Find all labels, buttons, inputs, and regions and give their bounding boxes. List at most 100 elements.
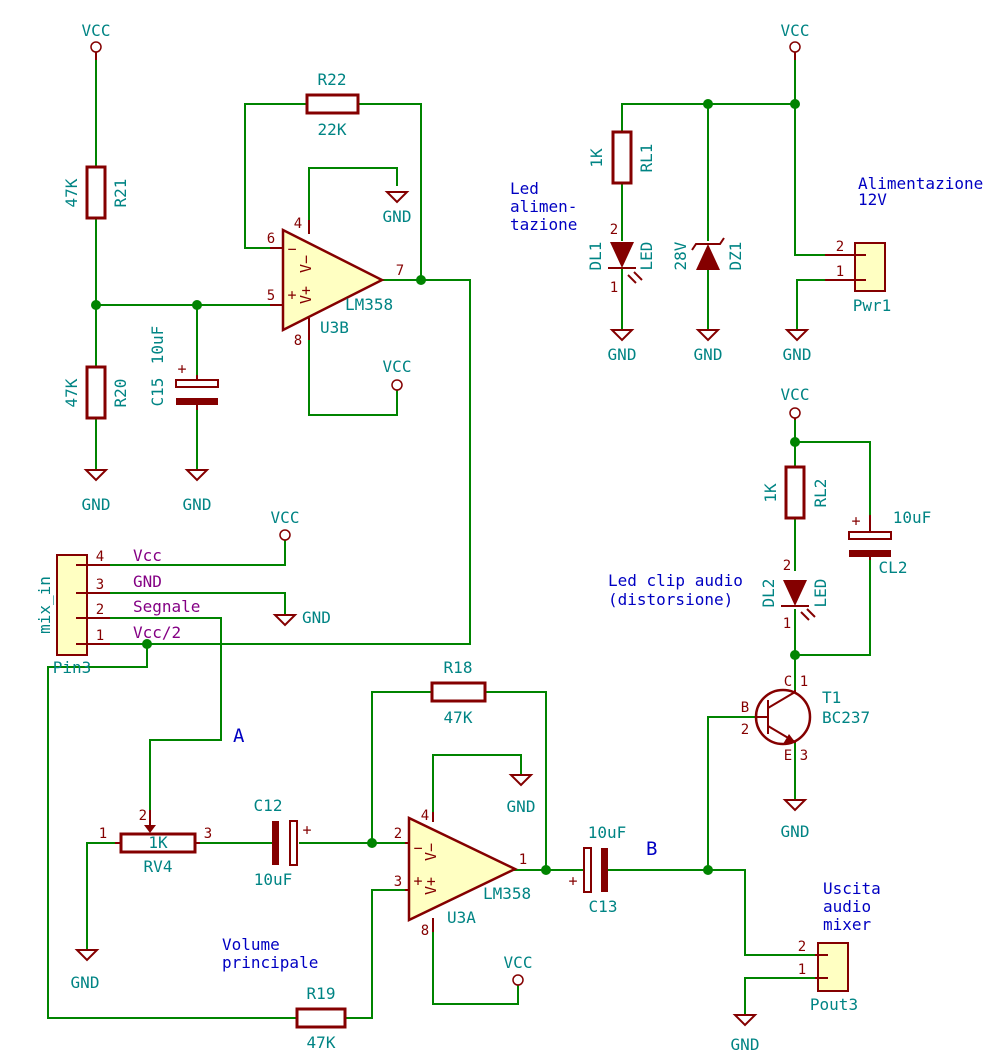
- svg-text:+: +: [851, 512, 860, 530]
- svg-text:U3A: U3A: [447, 908, 476, 927]
- svg-text:R22: R22: [318, 70, 347, 89]
- svg-text:−: −: [413, 839, 422, 857]
- svg-text:10uF: 10uF: [254, 870, 293, 889]
- note-led-clip-2: (distorsione): [608, 590, 733, 609]
- opamp-u3a: 2 3 1 4 8 + − V+ V− LM358 U3A: [394, 808, 531, 939]
- svg-text:7: 7: [396, 263, 404, 279]
- note-mixer-out-1: Uscita: [823, 879, 881, 898]
- vcc-symbol: VCC: [781, 21, 809, 60]
- svg-text:+: +: [302, 821, 311, 839]
- net-label-segnale: Segnale: [133, 597, 200, 616]
- resistor-r22: R22 22K: [305, 70, 360, 139]
- note-label-b: B: [646, 838, 657, 860]
- svg-text:4: 4: [294, 216, 302, 232]
- svg-text:47K: 47K: [62, 378, 81, 407]
- gnd-symbol: GND: [608, 329, 637, 364]
- svg-text:2: 2: [783, 558, 791, 574]
- svg-text:U3B: U3B: [320, 318, 349, 337]
- gnd-symbol: GND: [731, 1014, 760, 1054]
- svg-text:GND: GND: [71, 973, 100, 992]
- svg-text:V−: V−: [422, 843, 440, 861]
- svg-text:−: −: [287, 240, 296, 258]
- svg-text:3: 3: [96, 577, 104, 593]
- svg-text:GND: GND: [781, 822, 810, 841]
- vcc-symbols: VCC VCC VCC VCC VCC VCC: [82, 21, 809, 986]
- net-label-gnd: GND: [133, 572, 162, 591]
- svg-text:VCC: VCC: [504, 953, 533, 972]
- svg-text:R19: R19: [307, 984, 336, 1003]
- vcc-symbol: VCC: [271, 508, 299, 541]
- svg-text:Pout3: Pout3: [810, 995, 858, 1014]
- junction-dot: [703, 865, 713, 875]
- svg-text:LED: LED: [637, 242, 656, 271]
- svg-text:10uF: 10uF: [893, 508, 932, 527]
- svg-text:1: 1: [610, 280, 618, 296]
- svg-text:1: 1: [800, 674, 808, 690]
- gnd-symbol: GND: [781, 799, 810, 841]
- svg-text:GND: GND: [608, 345, 637, 364]
- gnd-symbol: GND: [507, 774, 536, 816]
- notes: Led alimen- tazione Alimentazione 12V Le…: [222, 174, 983, 972]
- junction-dot: [703, 99, 713, 109]
- svg-text:1: 1: [99, 826, 107, 842]
- svg-text:2: 2: [610, 222, 618, 238]
- svg-text:E: E: [784, 748, 792, 764]
- svg-text:+: +: [413, 872, 422, 890]
- svg-text:1: 1: [783, 616, 791, 632]
- svg-text:47K: 47K: [62, 178, 81, 207]
- vcc-symbol: VCC: [82, 21, 110, 60]
- junction-dot: [142, 639, 152, 649]
- vcc-symbol: VCC: [383, 357, 411, 391]
- svg-text:DL1: DL1: [586, 242, 605, 271]
- net-label-vcc-half: Vcc/2: [133, 623, 181, 642]
- gnd-symbol: GND: [183, 469, 211, 514]
- svg-text:BC237: BC237: [822, 708, 870, 727]
- svg-text:LED: LED: [811, 579, 830, 608]
- capacitor-c13: + 10uF C13: [568, 823, 626, 916]
- note-power-supply-2: 12V: [858, 190, 887, 209]
- svg-text:47K: 47K: [307, 1033, 336, 1052]
- resistor-r21: 47K R21: [62, 165, 130, 220]
- svg-text:2: 2: [741, 722, 749, 738]
- note-led-power-3: tazione: [510, 215, 577, 234]
- svg-text:B: B: [741, 700, 749, 716]
- note-volume-1: Volume: [222, 935, 280, 954]
- svg-text:V−: V−: [297, 255, 315, 273]
- svg-text:3: 3: [800, 748, 808, 764]
- connector-pwr1: 2 1 Pwr1: [825, 239, 891, 315]
- svg-text:28V: 28V: [671, 241, 690, 270]
- led-dl2: 2 1 DL2 LED: [759, 558, 830, 632]
- svg-text:RL2: RL2: [811, 479, 830, 508]
- resistor-r18: R18 47K: [430, 658, 487, 727]
- svg-text:GND: GND: [731, 1035, 760, 1054]
- svg-text:1: 1: [798, 962, 806, 978]
- zener-diode-dz1: 28V DZ1: [671, 237, 745, 270]
- junction-dot: [790, 437, 800, 447]
- svg-text:GND: GND: [783, 345, 812, 364]
- net-labels: Vcc GND Segnale Vcc/2: [133, 546, 200, 642]
- svg-text:2: 2: [96, 602, 104, 618]
- svg-text:LM358: LM358: [345, 295, 393, 314]
- svg-text:C15: C15: [148, 378, 167, 407]
- capacitor-c12: + C12 10uF: [254, 796, 312, 889]
- junction-dot: [192, 300, 202, 310]
- svg-text:DL2: DL2: [759, 579, 778, 608]
- junction-dot: [790, 650, 800, 660]
- gnd-symbol: GND: [783, 329, 812, 364]
- svg-text:C12: C12: [254, 796, 283, 815]
- svg-text:3: 3: [394, 874, 402, 890]
- svg-text:GND: GND: [302, 608, 331, 627]
- vcc-symbol: VCC: [504, 953, 533, 986]
- svg-text:GND: GND: [507, 797, 536, 816]
- svg-text:Pwr1: Pwr1: [853, 296, 892, 315]
- svg-text:V+: V+: [422, 877, 440, 895]
- note-label-a: A: [233, 725, 245, 747]
- svg-text:1K: 1K: [761, 483, 780, 503]
- potentiometer-rv4: 1K RV4 1 3 2: [99, 808, 212, 876]
- svg-text:1: 1: [96, 628, 104, 644]
- gnd-symbol: GND: [71, 949, 100, 992]
- svg-text:T1: T1: [822, 688, 841, 707]
- resistor-r20: 47K R20: [62, 365, 130, 420]
- svg-text:10uF: 10uF: [148, 326, 167, 365]
